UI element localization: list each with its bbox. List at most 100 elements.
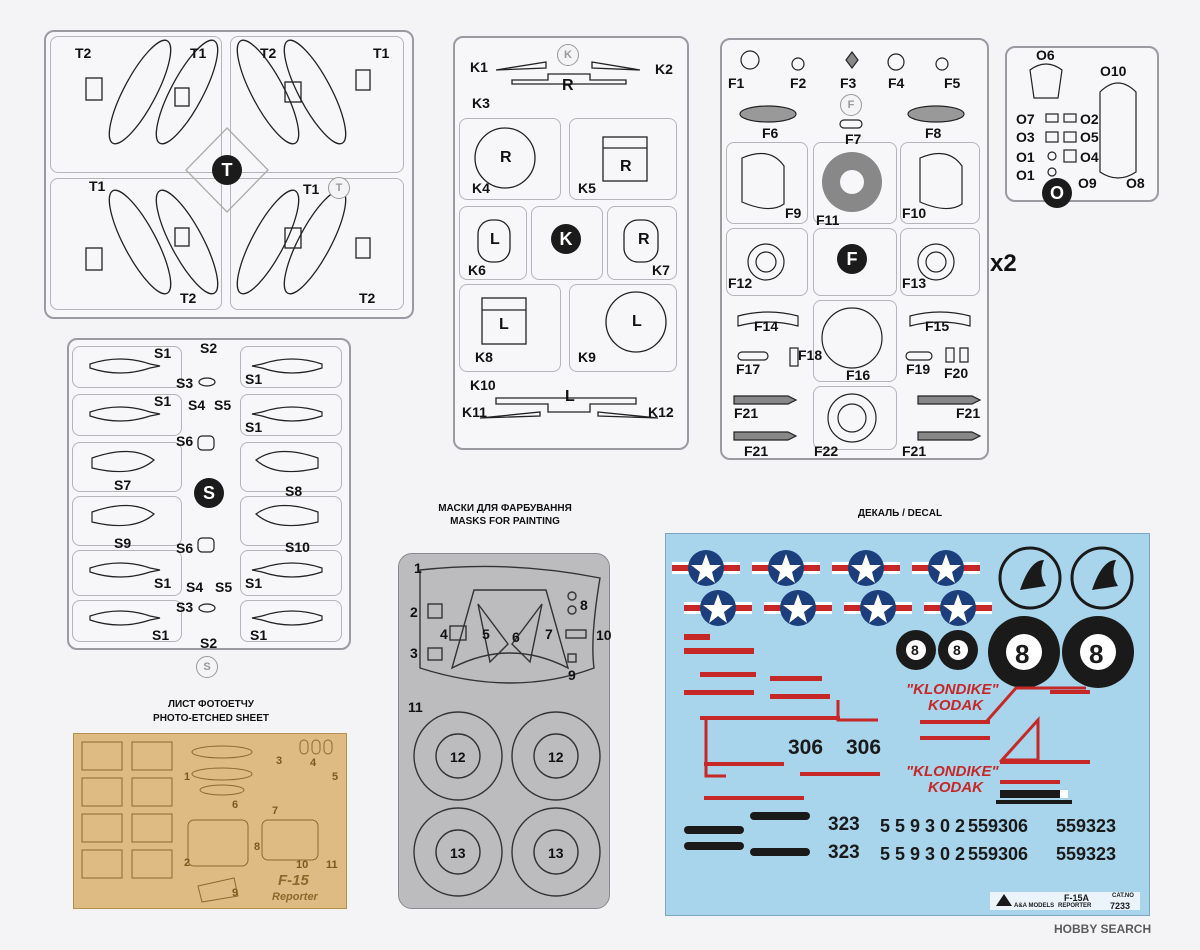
decal-nose-art: "KLONDIKE"	[906, 681, 999, 698]
part-label: S1	[245, 419, 263, 435]
part-label: T2	[180, 290, 197, 306]
sprue-t-cell	[230, 178, 404, 310]
part-label: O1	[1016, 149, 1035, 165]
sprue-k-cell	[607, 206, 677, 280]
part-mark: R	[638, 231, 650, 248]
part-label: T1	[373, 45, 390, 61]
part-label: F18	[798, 347, 823, 363]
decal-serial: 559323	[1056, 844, 1117, 864]
part-label: S2	[200, 635, 218, 651]
part-label: S7	[114, 477, 132, 493]
part-label: K6	[468, 262, 486, 278]
part-label: S1	[154, 393, 172, 409]
sprue-s-cell	[72, 346, 182, 388]
pe-number: 2	[184, 857, 191, 869]
part-label: F13	[902, 275, 927, 291]
sprue-f-cell	[813, 300, 897, 382]
part-label: S1	[152, 627, 170, 643]
pe-number: 10	[296, 859, 309, 871]
part-label: F16	[846, 367, 871, 383]
decal-footer-sub: REPORTER	[1058, 903, 1092, 909]
part-label: S6	[176, 433, 194, 449]
sprue-f-cell	[900, 228, 980, 296]
decal-nose-art: KODAK	[928, 779, 983, 796]
part-label: O6	[1036, 47, 1055, 63]
mask-number: 11	[408, 699, 423, 715]
mask-number: 7	[545, 626, 553, 642]
part-label: O3	[1016, 129, 1035, 145]
pe-brand: F-15	[278, 872, 309, 889]
decal-code: 323	[828, 814, 860, 835]
decal-serial: 559306	[968, 844, 1029, 864]
mask-number: 9	[568, 667, 576, 683]
part-label: F4	[888, 75, 905, 91]
part-label: F20	[944, 365, 969, 381]
masks-title-en: MASKS FOR PAINTING	[450, 516, 560, 527]
decal-sheet	[665, 533, 1150, 916]
part-label: K10	[470, 377, 496, 393]
sprue-k-cell	[569, 284, 677, 372]
decal-footer-cat-label: CAT.NO	[1112, 893, 1134, 899]
part-mark: R	[620, 158, 632, 175]
decal-eight-ball: 8	[1089, 639, 1104, 669]
pe-number: 9	[232, 887, 239, 899]
part-label: K9	[578, 349, 596, 365]
part-label: S1	[245, 575, 263, 591]
part-label: O2	[1080, 111, 1099, 127]
part-label: S5	[215, 579, 233, 595]
mask-number: 1	[414, 560, 422, 576]
part-label: F5	[944, 75, 961, 91]
decal-code: 306	[788, 736, 824, 759]
decal-nose-art: "KLONDIKE"	[906, 763, 999, 780]
mask-number: 8	[580, 597, 588, 613]
part-label: S9	[114, 535, 132, 551]
part-label: F7	[845, 131, 862, 147]
mask-number: 4	[440, 626, 448, 642]
part-label: K1	[470, 59, 488, 75]
part-label: S10	[285, 539, 310, 555]
part-mark: L	[632, 313, 642, 330]
part-label: F2	[790, 75, 807, 91]
part-label: S3	[176, 375, 194, 391]
mask-number: 3	[410, 645, 418, 661]
part-label: F21	[734, 405, 759, 421]
mask-number: 6	[512, 629, 520, 645]
sprue-f-cell	[813, 386, 897, 450]
part-label: F11	[816, 212, 840, 228]
sprue-s-cell	[240, 600, 342, 642]
part-label: T2	[75, 45, 92, 61]
part-label: K4	[472, 180, 490, 196]
part-label: T2	[260, 45, 277, 61]
mask-number: 13	[548, 845, 564, 861]
sprue-f-cell	[900, 142, 980, 224]
mask-number: 12	[450, 749, 466, 765]
photo-etched-title-en: PHOTO-ETCHED SHEET	[153, 713, 269, 724]
mask-number: 5	[482, 626, 490, 642]
decal-serial: 559323	[1056, 816, 1117, 836]
sprue-t-badge: T	[212, 155, 242, 185]
part-label: S4	[186, 579, 204, 595]
part-label: S3	[176, 599, 194, 615]
part-label: T1	[89, 178, 106, 194]
sprue-s-cell	[72, 600, 182, 642]
part-mark: R	[500, 149, 512, 166]
part-mark: L	[565, 388, 575, 405]
sprue-s-cell	[72, 442, 182, 492]
sprue-f-cell	[726, 142, 808, 224]
part-label: F9	[785, 205, 802, 221]
pe-number: 8	[254, 841, 261, 853]
quantity-multiplier: x2	[990, 250, 1017, 277]
part-label: S6	[176, 540, 194, 556]
sprue-s-cell	[240, 442, 342, 492]
part-label: T1	[303, 181, 320, 197]
part-label: F6	[762, 125, 779, 141]
part-label: O5	[1080, 129, 1099, 145]
sprue-k-badge: K	[551, 224, 581, 254]
photo-etched-title-ua: ЛИСТ ФОТОЕТЧУ	[167, 699, 255, 710]
sprue-k-gate: K	[557, 44, 579, 66]
decal-eight-ball: 8	[911, 642, 919, 658]
decal-eight-ball: 8	[953, 642, 961, 658]
